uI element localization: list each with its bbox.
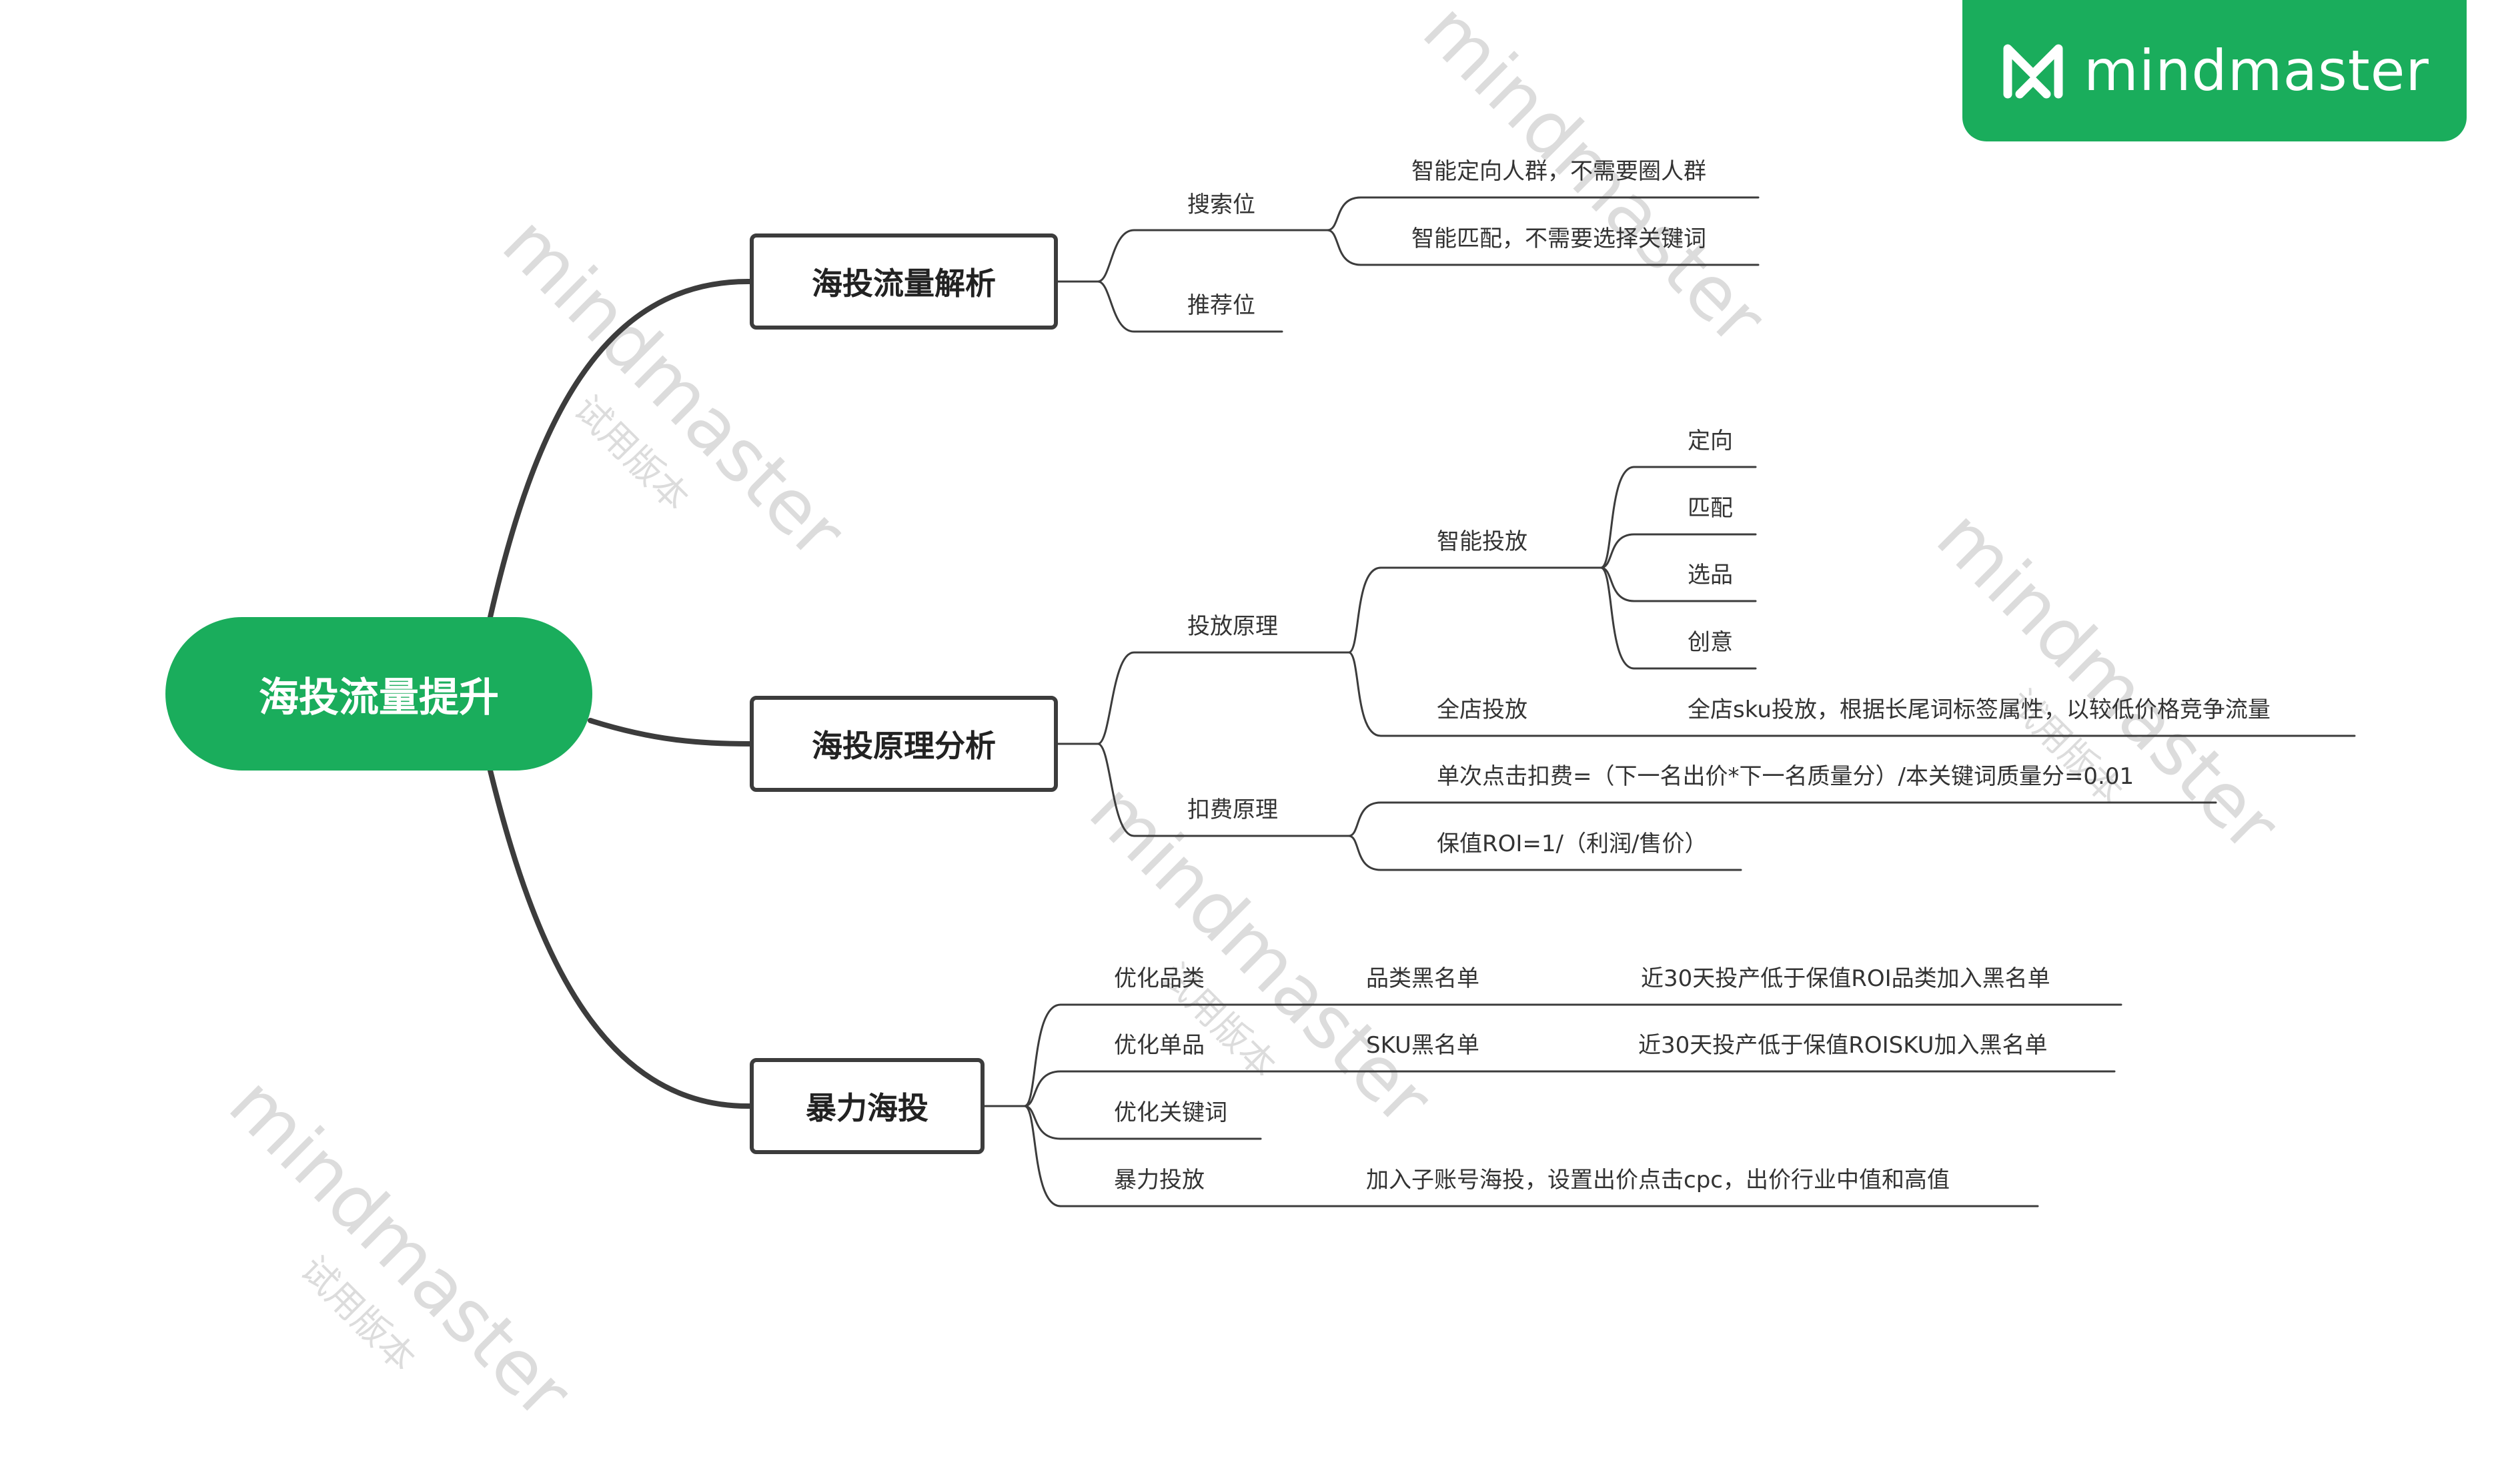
connector-toufang: [1347, 566, 2356, 737]
brand-name: mindmaster: [2084, 38, 2429, 103]
topic-delivery-principle[interactable]: 投放原理: [1187, 613, 1278, 640]
topic-smart-targeting[interactable]: 智能定向人群，不需要圈人群: [1411, 158, 1706, 185]
topic-targeting[interactable]: 定向: [1688, 428, 1733, 454]
central-topic-label: 海投流量提升: [259, 674, 499, 721]
topic-optimize-category[interactable]: 优化品类: [1114, 965, 1205, 992]
topic-category-blacklist-detail[interactable]: 近30天投产低于保值ROI品类加入黑名单: [1641, 965, 2050, 992]
topic-search-slot[interactable]: 搜索位: [1187, 191, 1255, 218]
connector-zhineng: [1600, 466, 1757, 670]
main-topic-label: 海投原理分析: [812, 728, 996, 764]
topic-store-sku-detail[interactable]: 全店sku投放，根据长尾词标签属性，以较低价格竞争流量: [1688, 696, 2271, 723]
connector-lines: [488, 196, 2356, 1207]
topic-store-delivery[interactable]: 全店投放: [1437, 696, 1527, 723]
topic-aggressive-delivery[interactable]: 暴力投放: [1114, 1167, 1205, 1193]
topic-smart-delivery[interactable]: 智能投放: [1437, 528, 1527, 555]
connector-koufei: [1347, 801, 2217, 871]
topic-creative[interactable]: 创意: [1688, 629, 1733, 656]
connector-b1: [1057, 229, 1329, 333]
topic-sku-blacklist-detail[interactable]: 近30天投产低于保值ROISKU加入黑名单: [1638, 1032, 2048, 1059]
topic-cpc-formula[interactable]: 单次点击扣费=（下一名出价*下一名质量分）/本关键词质量分=0.01: [1437, 763, 2134, 790]
topic-product-selection[interactable]: 选品: [1688, 562, 1733, 588]
topic-billing-principle[interactable]: 扣费原理: [1187, 797, 1278, 823]
connector-sousuo: [1326, 196, 1760, 266]
mindmaster-logo-icon: [2003, 44, 2063, 99]
topic-roi-formula[interactable]: 保值ROI=1/（利润/售价）: [1437, 831, 1708, 857]
topic-aggressive-delivery-detail[interactable]: 加入子账号海投，设置出价点击cpc，出价行业中值和高值: [1366, 1167, 1950, 1193]
main-topic-principle-analysis[interactable]: 海投原理分析: [750, 696, 1058, 792]
central-topic[interactable]: 海投流量提升: [165, 617, 592, 771]
topic-optimize-keyword[interactable]: 优化关键词: [1114, 1099, 1227, 1126]
topic-smart-matching[interactable]: 智能匹配，不需要选择关键词: [1411, 225, 1706, 252]
mind-map-canvas: mindmaster 试用版本 mindmaster 试用版本 mindmast…: [165, 0, 2467, 1435]
main-topic-label: 海投流量解析: [812, 266, 996, 302]
topic-optimize-item[interactable]: 优化单品: [1114, 1032, 1205, 1059]
mindmaster-brand-badge: mindmaster: [1962, 0, 2467, 141]
topic-category-blacklist[interactable]: 品类黑名单: [1366, 965, 1479, 992]
main-topic-aggressive-delivery[interactable]: 暴力海投: [750, 1058, 985, 1154]
main-topic-label: 暴力海投: [806, 1090, 928, 1126]
connector-root-b2: [588, 718, 752, 747]
connector-b2: [1057, 651, 1350, 837]
main-topic-traffic-analysis[interactable]: 海投流量解析: [750, 233, 1058, 330]
connector-b3: [983, 1003, 2122, 1207]
topic-recommend-slot[interactable]: 推荐位: [1187, 292, 1255, 319]
topic-sku-blacklist[interactable]: SKU黑名单: [1366, 1032, 1479, 1059]
connector-root-b1: [488, 278, 752, 620]
topic-matching[interactable]: 匹配: [1688, 495, 1733, 522]
connector-root-b3: [488, 768, 752, 1109]
